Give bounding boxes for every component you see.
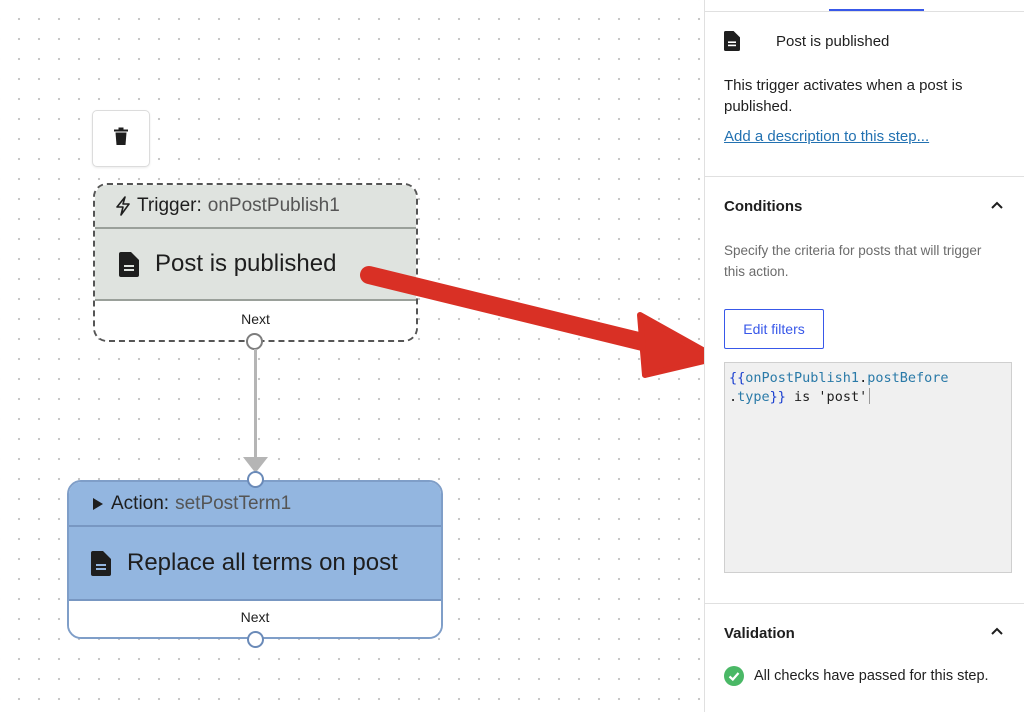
action-id: setPostTerm1 — [175, 492, 292, 514]
trigger-type-label: Trigger: — [137, 195, 202, 216]
chevron-up-icon[interactable] — [989, 198, 1005, 219]
action-node-header: Action: setPostTerm1 — [69, 482, 441, 527]
expr-var: onPostPublish1 — [745, 370, 860, 386]
workflow-canvas[interactable]: Trigger: onPostPublish1 Post is publishe… — [0, 0, 720, 712]
validation-message: All checks have passed for this step. — [754, 668, 989, 684]
trigger-title: Post is published — [155, 250, 337, 277]
document-icon — [119, 251, 139, 277]
validation-status: All checks have passed for this step. — [724, 666, 989, 686]
trigger-node-header: Trigger: onPostPublish1 — [95, 185, 416, 229]
trigger-node-body: Post is published — [95, 229, 416, 301]
expr-close-braces: }} — [769, 389, 786, 405]
expr-prop: type — [737, 389, 770, 405]
section-divider — [705, 603, 1024, 604]
expr-dot: . — [859, 370, 868, 386]
expr-prop: postBefore — [867, 370, 949, 386]
connector-arrow — [243, 349, 268, 473]
conditions-section-title[interactable]: Conditions — [724, 198, 803, 215]
action-node[interactable]: Action: setPostTerm1 Replace all terms o… — [67, 480, 443, 639]
action-title: Replace all terms on post — [127, 549, 398, 576]
conditions-expression-field[interactable]: {{onPostPublish1.postBefore .type}} is '… — [724, 362, 1012, 573]
trigger-id: onPostPublish1 — [207, 195, 340, 216]
action-output-port[interactable] — [247, 631, 264, 648]
action-node-body: Replace all terms on post — [69, 527, 441, 601]
lightning-icon — [115, 196, 131, 216]
expr-dot: . — [729, 389, 738, 405]
expr-rest: is 'post' — [785, 389, 868, 405]
trigger-node[interactable]: Trigger: onPostPublish1 Post is publishe… — [93, 183, 418, 342]
annotation-arrow — [360, 266, 720, 378]
play-icon — [91, 497, 105, 511]
step-title: Post is published — [776, 32, 890, 50]
active-tab-indicator[interactable] — [829, 9, 924, 11]
step-settings-panel: Post is published This trigger activates… — [704, 0, 1024, 712]
document-icon — [91, 550, 111, 576]
document-icon — [724, 31, 746, 51]
conditions-help-text: Specify the criteria for posts that will… — [724, 243, 982, 279]
action-input-port[interactable] — [247, 471, 264, 488]
section-divider — [705, 176, 1024, 177]
tabs-divider — [705, 11, 1024, 12]
expr-open-braces: {{ — [729, 370, 746, 386]
step-header: Post is published — [724, 31, 889, 51]
add-description-link[interactable]: Add a description to this step... — [724, 128, 930, 145]
action-type-label: Action: — [111, 492, 170, 514]
delete-step-button[interactable] — [92, 110, 150, 167]
edit-filters-button[interactable]: Edit filters — [724, 309, 824, 349]
text-caret — [869, 388, 871, 404]
step-description: This trigger activates when a post is pu… — [724, 77, 963, 115]
chevron-up-icon[interactable] — [989, 624, 1005, 645]
trash-icon — [113, 127, 129, 151]
check-circle-icon — [724, 666, 744, 686]
validation-section-title[interactable]: Validation — [724, 625, 795, 642]
